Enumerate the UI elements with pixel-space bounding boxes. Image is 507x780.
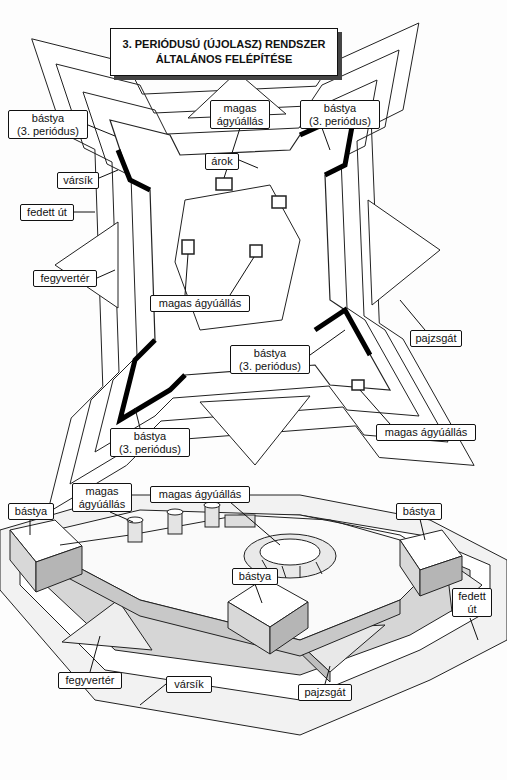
leader-line <box>420 519 425 540</box>
callout-text: árok <box>209 155 235 168</box>
leader-line <box>360 390 390 424</box>
bastion-wall <box>118 150 150 190</box>
bastion-face <box>228 602 270 654</box>
callout-text: vársík <box>61 174 95 187</box>
round-cannon-position <box>260 539 320 565</box>
callout-box: magas ágyúállás <box>72 483 132 512</box>
callout-text: bástya <box>234 347 306 360</box>
bastion-face <box>10 530 36 592</box>
leader-line <box>110 512 133 522</box>
cannon-platform <box>250 245 262 257</box>
callout-box: pajzsgát <box>298 684 352 701</box>
leader-line <box>470 618 478 640</box>
callout-text: fedett út <box>24 206 70 219</box>
leader-line <box>140 684 166 705</box>
callout-box: fedett út <box>452 588 492 617</box>
callout-box: bástya <box>396 503 442 520</box>
leader-line <box>400 300 425 330</box>
callout-box: vársík <box>57 172 99 189</box>
cannon-platform <box>182 240 194 254</box>
leader-line <box>230 502 280 545</box>
callout-box: magas ágyúállás <box>150 486 250 503</box>
diagram-title: 3. PERIÓDUSÚ (ÚJOLASZ) RENDSZER ÁLTALÁNO… <box>110 28 338 76</box>
leader-line <box>97 270 115 278</box>
tower-top <box>167 509 183 515</box>
callout-text: bástya <box>12 112 84 125</box>
callout-box: vársík <box>166 676 212 693</box>
callout-box: fegyvertér <box>58 672 122 689</box>
callout-text: magas ágyúállás <box>380 426 472 439</box>
cannon-platform <box>352 380 364 390</box>
callout-text: (3. periódus) <box>234 360 306 373</box>
bastion-face <box>270 602 308 654</box>
callout-box: magas ágyúállás <box>376 424 476 441</box>
leader-line <box>88 125 115 136</box>
leader-line <box>239 160 258 168</box>
perspective-view <box>0 495 507 735</box>
leader-line <box>322 128 330 150</box>
callout-text: magas ágyúállás <box>214 102 266 127</box>
callout-text: bástya <box>114 430 186 443</box>
leader-line <box>74 212 95 213</box>
leader-line <box>325 666 330 684</box>
callout-box: fedett út <box>20 204 74 221</box>
callout-text: bástya <box>12 505 50 518</box>
ravelin <box>368 200 440 305</box>
leader-line <box>99 170 118 178</box>
rampart-face <box>55 555 400 656</box>
callout-text: (3. periódus) <box>114 443 186 456</box>
callout-text: magas ágyúállás <box>154 488 246 501</box>
callout-text: bástya <box>304 102 376 115</box>
glacis <box>0 495 507 735</box>
callout-text: magas ágyúállás <box>154 297 246 310</box>
ravelin <box>200 396 310 465</box>
callout-box: bástya(3. periódus) <box>110 428 190 457</box>
callout-text: magas ágyúállás <box>76 485 128 510</box>
building <box>225 515 255 527</box>
callout-box: magas ágyúállás <box>210 100 270 129</box>
callout-text: (3. periódus) <box>12 125 84 138</box>
callout-text: vársík <box>170 678 208 691</box>
callout-box: bástya(3. periódus) <box>230 345 310 374</box>
leader-line <box>230 257 254 295</box>
callout-text: fegyvertér <box>62 674 118 687</box>
cannon-platform <box>216 178 232 190</box>
leader-line <box>30 519 31 535</box>
leader-line <box>310 330 345 355</box>
leader-line <box>185 254 188 295</box>
bastion-face <box>36 546 82 592</box>
leaders <box>30 125 478 705</box>
callout-text: pajzsgát <box>414 332 458 345</box>
callout-box: bástya(3. periódus) <box>8 110 88 139</box>
bastion-face <box>400 540 420 596</box>
callout-text: fegyvertér <box>37 272 93 285</box>
callout-text: fedett út <box>456 590 488 615</box>
callout-box: árok <box>205 153 239 170</box>
callout-box: bástya <box>8 503 54 520</box>
leader-line <box>90 636 100 672</box>
callout-text: bástya <box>400 505 438 518</box>
callout-text: bástya <box>236 570 274 583</box>
leader-line <box>255 584 262 603</box>
callout-box: fegyvertér <box>33 270 97 287</box>
bastion-wall <box>120 340 185 420</box>
cannon-platform <box>272 196 286 208</box>
ditch-outline <box>83 80 419 452</box>
callout-box: bástya <box>232 568 278 585</box>
callout-box: pajzsgát <box>410 330 462 347</box>
bastion-wall <box>315 310 370 355</box>
inner-wall <box>60 515 400 545</box>
enceinte <box>110 110 390 420</box>
tower-top <box>204 502 220 508</box>
callout-text: pajzsgát <box>302 686 348 699</box>
callout-box: magas ágyúállás <box>150 295 250 312</box>
ravelin <box>55 222 118 308</box>
callout-text: (3. periódus) <box>304 115 376 128</box>
covered-way-outline <box>56 50 448 484</box>
leader-line <box>135 408 140 428</box>
callout-box: bástya(3. periódus) <box>300 100 380 129</box>
